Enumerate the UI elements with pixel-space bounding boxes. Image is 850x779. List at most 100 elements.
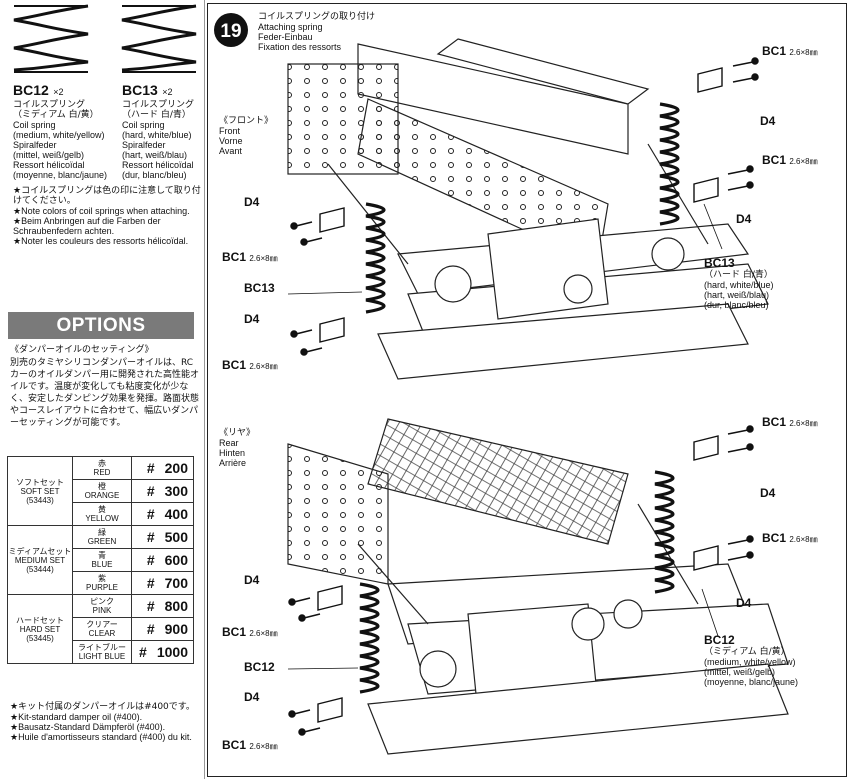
options-footnotes: ★キット付属のダンパーオイルは#400です。 ★Kit-standard dam… (10, 702, 205, 742)
step-19-panel (207, 3, 847, 777)
color-en: LIGHT BLUE (78, 652, 126, 661)
rear-jp: 《リヤ》 (219, 428, 256, 438)
column-divider (204, 0, 205, 779)
front-de: Vorne (219, 136, 243, 146)
bc12-callout-jp: （ミディアム 白/黄） (704, 647, 790, 657)
foot-en: ★Kit-standard damper oil (#400). (10, 712, 143, 722)
rear-d4-upper-label: D4 (760, 486, 776, 500)
hash-symbol: # (146, 552, 155, 568)
rear-screws (288, 425, 754, 736)
bc13-callout-fr: (dur, blanc/bleu) (704, 300, 769, 310)
color-jp: 青 (98, 551, 106, 560)
viscosity-number: 400 (164, 506, 188, 522)
oil-viscosity-cell: #500 (131, 525, 194, 549)
oil-viscosity-cell: #700 (131, 571, 194, 595)
bc1-dim: 2.6×8㎜ (249, 254, 278, 263)
viscosity-number: 600 (164, 552, 188, 568)
hash-symbol: # (146, 506, 155, 522)
foot-fr: ★Huile d'amortisseurs standard (#400) du… (10, 732, 192, 742)
rear-label: 《リヤ》 Rear Hinten Arrière (219, 428, 255, 468)
front-bc13-left-label: BC13 (244, 281, 275, 295)
options-body: 別売のタミヤシリコンダンパーオイルは、RCカーのオイルダンパー用に開発された高性… (10, 358, 200, 428)
oil-viscosity-cell: #1000 (131, 640, 194, 664)
step-title: コイルスプリングの取り付け Attaching spring Feder-Ein… (258, 12, 375, 52)
set-number: (53444) (26, 564, 54, 574)
step-title-en: Attaching spring (258, 22, 323, 32)
rear-d4-mid-label: D4 (736, 596, 752, 610)
color-en: GREEN (87, 537, 117, 546)
viscosity-number: 900 (164, 621, 188, 637)
foot-jp: ★キット付属のダンパーオイルは#400です。 (10, 702, 195, 712)
color-en: YELLOW (85, 514, 119, 523)
rear-fr: Arrière (219, 458, 247, 468)
step-number-badge: 19 (214, 13, 248, 47)
color-en: CLEAR (88, 629, 116, 638)
front-fr: Avant (219, 146, 242, 156)
bc13-en: Coil spring (122, 120, 165, 130)
bc1-text: BC1 (762, 153, 787, 167)
bc12-name-jp: コイルスプリング (13, 100, 86, 110)
bc1-dim: 2.6×8㎜ (789, 419, 818, 428)
spring-color-notes: ★コイルスプリングは色の印に注意して取り付けてください。 ★Note color… (13, 186, 203, 246)
bc1-dim: 2.6×8㎜ (789, 48, 818, 57)
bc12-fr: Ressort hélicoïdal (13, 160, 85, 170)
bc13-name-jp: コイルスプリング (122, 100, 195, 110)
set-name-jp: ミディアムセット (8, 546, 72, 556)
coil-spring-illustrations (13, 4, 197, 73)
oil-viscosity-cell: #200 (131, 456, 194, 480)
color-en: BLUE (91, 560, 113, 569)
color-en: PURPLE (85, 583, 118, 592)
bc13-fr: Ressort hélicoïdal (122, 160, 194, 170)
bc12-callout-de: (mittel, weiß/gelb) (704, 667, 776, 677)
bc13-fr-spec: (dur, blanc/bleu) (122, 170, 187, 180)
rear-retainers (317, 435, 719, 723)
bc12-fr-spec: (moyenne, blanc/jaune) (13, 170, 108, 180)
bc12-code: BC12 (13, 82, 49, 98)
bc1-text: BC1 (762, 531, 787, 545)
hash-symbol: # (146, 460, 155, 476)
color-jp: 紫 (98, 574, 106, 583)
bc1-text: BC1 (222, 625, 247, 639)
front-bc1-mid-label: BC1 2.6×8㎜ (762, 153, 818, 167)
bc1-text: BC1 (762, 44, 787, 58)
set-name-en: MEDIUM SET (14, 555, 66, 565)
front-screws (290, 57, 759, 356)
bc13-callout-de: (hart, weiß/blau) (704, 290, 770, 300)
set-name-jp: ハードセット (16, 615, 64, 625)
note-de: ★Beim Anbringen auf die Farben der Schra… (13, 216, 161, 236)
front-d4-mid-label: D4 (736, 212, 752, 226)
rear-bc12-left-label: BC12 (244, 660, 275, 674)
color-jp: ライトブルー (78, 643, 126, 652)
oil-viscosity-cell: #800 (131, 594, 194, 618)
note-fr: ★Noter les couleurs des ressorts hélicoï… (13, 236, 189, 246)
bc13-callout-code: BC13 (704, 256, 735, 270)
bc12-callout-code: BC12 (704, 633, 735, 647)
assembly-illustration (287, 38, 789, 755)
bc13-de: Spiralfeder (122, 140, 166, 150)
step-title-fr: Fixation des ressorts (258, 42, 342, 52)
hash-symbol: # (146, 598, 155, 614)
front-bc1-upper-label: BC1 2.6×8㎜ (762, 44, 818, 58)
oil-viscosity-cell: #300 (131, 479, 194, 503)
hash-symbol: # (146, 621, 155, 637)
bc1-text: BC1 (222, 358, 247, 372)
oil-viscosity-cell: #900 (131, 617, 194, 641)
set-name-jp: ソフトセット (16, 477, 64, 487)
front-spring-left (365, 202, 386, 314)
bc12-spec-jp: （ミディアム 白/黄） (13, 110, 99, 120)
bc13-part-info: BC13 ×2 コイルスプリング （ハード 白/青） Coil spring (… (122, 82, 204, 180)
color-en: PINK (92, 606, 112, 615)
set-number: (53443) (26, 495, 54, 505)
